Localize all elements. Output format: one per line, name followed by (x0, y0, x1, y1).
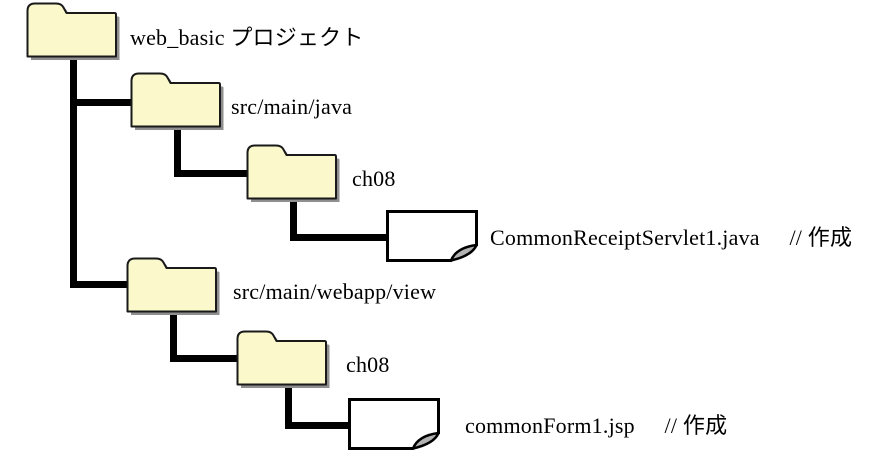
tree-connector-ch08-file (290, 234, 388, 241)
folder-label-java-ch08: ch08 (352, 166, 396, 191)
folder-icon (126, 257, 220, 315)
file-caption-jsp: commonForm1.jsp // 作成 (465, 412, 727, 440)
file-note: // 作成 (789, 225, 853, 250)
tree-connector-ch08b-down (285, 386, 292, 429)
folder-node-webapp-ch08 (236, 329, 332, 391)
file-name: commonForm1.jsp (465, 413, 635, 438)
folder-label-java-dir: src/main/java (231, 94, 353, 119)
folder-node-root (26, 1, 122, 63)
tree-connector-java-ch08 (174, 170, 248, 177)
folder-label-webapp-dir: src/main/webapp/view (233, 279, 437, 304)
file-caption-servlet: CommonReceiptServlet1.java // 作成 (490, 224, 852, 252)
tree-connector-webapp-down (170, 313, 177, 362)
folder-label-root: web_basic プロジェクト (130, 25, 364, 50)
tree-connector-branch-java (70, 99, 132, 106)
file-note: // 作成 (664, 413, 728, 438)
tree-connector-branch-webapp (70, 281, 128, 288)
folder-label-webapp-ch08: ch08 (346, 352, 390, 377)
tree-connector-ch08-down (290, 200, 297, 241)
folder-icon (130, 72, 224, 130)
tree-connector-java-down (174, 127, 181, 177)
folder-node-java-ch08 (246, 143, 342, 205)
file-name: CommonReceiptServlet1.java (490, 225, 760, 250)
file-node-servlet (386, 210, 480, 263)
folder-icon (236, 330, 330, 388)
file-icon (386, 210, 478, 262)
tree-connector-ch08b-file (285, 422, 350, 429)
folder-node-webapp-dir (126, 256, 222, 318)
file-icon (348, 398, 440, 450)
tree-connector-webapp-ch08 (170, 355, 238, 362)
file-node-jsp (348, 398, 442, 451)
folder-node-java-dir (130, 71, 226, 133)
tree-connector-trunk (70, 58, 77, 288)
folder-icon (246, 144, 340, 202)
folder-icon (26, 2, 120, 60)
